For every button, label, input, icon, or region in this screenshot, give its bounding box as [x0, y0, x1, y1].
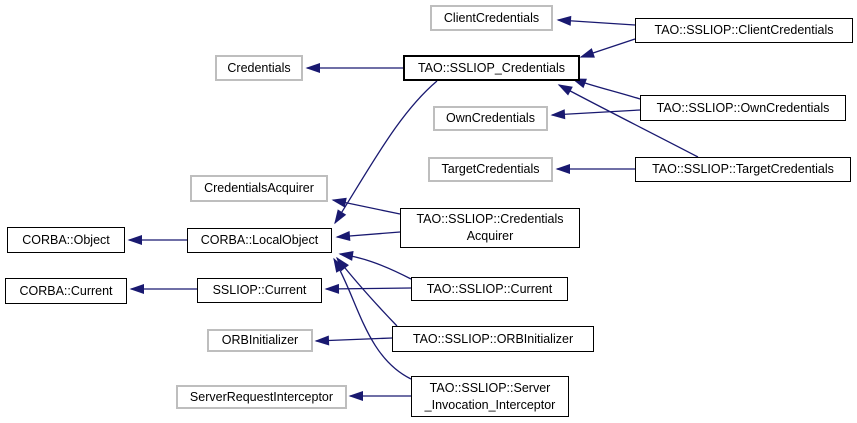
node-tao-ssliop-credentialsacquirer[interactable]: TAO::SSLIOP::Credentials Acquirer [400, 208, 580, 248]
node-corba-current[interactable]: CORBA::Current [5, 278, 127, 304]
node-tao-ssliop-current[interactable]: TAO::SSLIOP::Current [411, 277, 568, 301]
edge-taoserverinterceptor-to-localobject [333, 257, 412, 380]
node-credentials: Credentials [215, 55, 303, 81]
node-tao-ssliop-clientcredentials[interactable]: TAO::SSLIOP::ClientCredentials [635, 18, 853, 43]
edge-taotargetcred-to-ssliopcred [557, 84, 699, 158]
node-owncredentials: OwnCredentials [433, 106, 548, 131]
edge-taocurrent-to-ssliopcurrent [324, 283, 412, 294]
node-tao-ssliop-targetcredentials[interactable]: TAO::SSLIOP::TargetCredentials [635, 157, 851, 182]
node-orbinitializer: ORBInitializer [207, 329, 313, 352]
node-clientcredentials: ClientCredentials [430, 5, 553, 31]
edge-taoclientcred-to-ssliopcred [579, 38, 636, 58]
edge-taoowncred-to-owncred [550, 109, 641, 120]
node-tao-ssliop-server-invocation-interceptor[interactable]: TAO::SSLIOP::Server _Invocation_Intercep… [411, 376, 569, 417]
edge-ssliopcred-to-localobject [334, 80, 438, 225]
node-tao-ssliop-orbinitializer[interactable]: TAO::SSLIOP::ORBInitializer [392, 326, 594, 352]
node-targetcredentials: TargetCredentials [428, 157, 553, 182]
edge-taocredacq-to-credacquirer [331, 197, 401, 215]
edge-taoclientcred-to-clientcred [556, 15, 636, 26]
node-corba-localobject[interactable]: CORBA::LocalObject [187, 228, 332, 253]
edge-taoowncred-to-ssliopcred [571, 78, 641, 100]
node-ssliop-current[interactable]: SSLIOP::Current [197, 278, 322, 303]
edge-taocurrent-to-localobject [338, 250, 412, 280]
node-tao-ssliop-credentials[interactable]: TAO::SSLIOP_Credentials [403, 55, 580, 81]
node-corba-object[interactable]: CORBA::Object [7, 227, 125, 253]
node-serverrequestinterceptor: ServerRequestInterceptor [176, 385, 347, 409]
edge-taocredacq-to-localobject [335, 230, 401, 241]
node-tao-ssliop-owncredentials[interactable]: TAO::SSLIOP::OwnCredentials [640, 95, 846, 121]
edge-taoorbinit-to-orbinitializer [314, 335, 393, 346]
node-credentialsacquirer: CredentialsAcquirer [190, 175, 328, 202]
